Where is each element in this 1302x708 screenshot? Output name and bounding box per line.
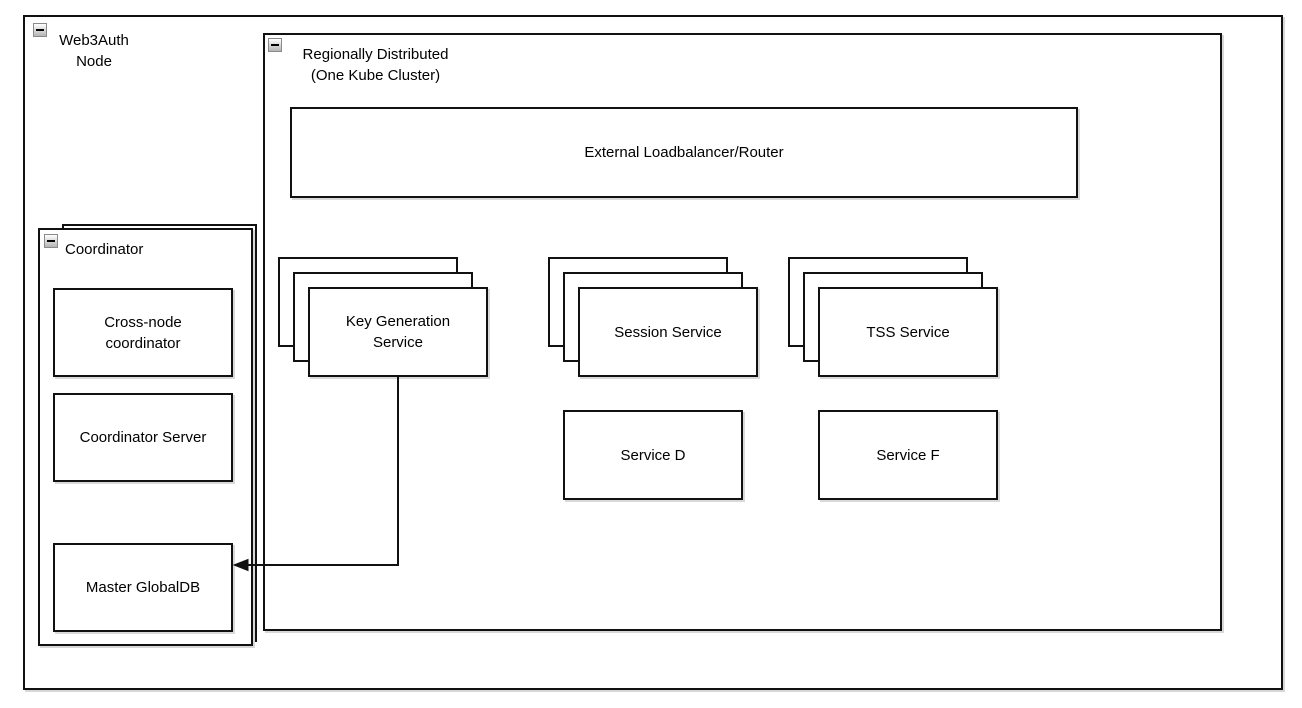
container-coordinator-label: Coordinator xyxy=(65,241,144,258)
collapse-icon[interactable] xyxy=(44,234,58,248)
arrowhead-left-icon xyxy=(232,558,249,572)
node-label: Key Generation xyxy=(345,313,451,330)
node-label: Cross-node xyxy=(104,313,182,331)
node-label: Coordinator Server xyxy=(79,429,207,446)
container-web3auth-node-label: Web3Auth Node xyxy=(38,30,150,72)
node-label: Service xyxy=(372,334,423,351)
label-line: Regionally Distributed xyxy=(302,46,449,63)
node-cross-node-coordinator[interactable]: Cross-node coordinator xyxy=(53,288,233,377)
node-service-f[interactable]: Service F xyxy=(818,410,998,500)
node-external-loadbalancer[interactable]: External Loadbalancer/Router xyxy=(290,107,1078,198)
node-label: Master GlobalDB xyxy=(85,579,201,596)
node-tss-service[interactable]: TSS Service xyxy=(818,287,998,377)
container-regionally-distributed-label: Regionally Distributed (One Kube Cluster… xyxy=(288,44,463,86)
node-master-globaldb[interactable]: Master GlobalDB xyxy=(53,543,233,632)
node-label: coordinator xyxy=(105,334,181,352)
collapse-icon[interactable] xyxy=(268,38,282,52)
node-label: TSS Service xyxy=(866,323,950,341)
collapse-icon[interactable] xyxy=(33,23,47,37)
node-coordinator-server[interactable]: Coordinator Server xyxy=(53,393,233,482)
node-label: Service D xyxy=(620,446,686,464)
label-line: Web3Auth xyxy=(59,32,129,49)
node-session-service[interactable]: Session Service xyxy=(578,287,758,377)
node-label: External Loadbalancer/Router xyxy=(584,144,784,161)
label-line: Node xyxy=(76,53,112,70)
node-key-generation-service[interactable]: Key Generation Service xyxy=(308,287,488,377)
minus-glyph xyxy=(36,29,44,31)
node-label: Session Service xyxy=(614,323,722,341)
node-service-d[interactable]: Service D xyxy=(563,410,743,500)
minus-glyph xyxy=(47,240,55,242)
minus-glyph xyxy=(271,44,279,46)
label-line: (One Kube Cluster) xyxy=(310,67,441,84)
node-label: Service F xyxy=(876,446,940,464)
